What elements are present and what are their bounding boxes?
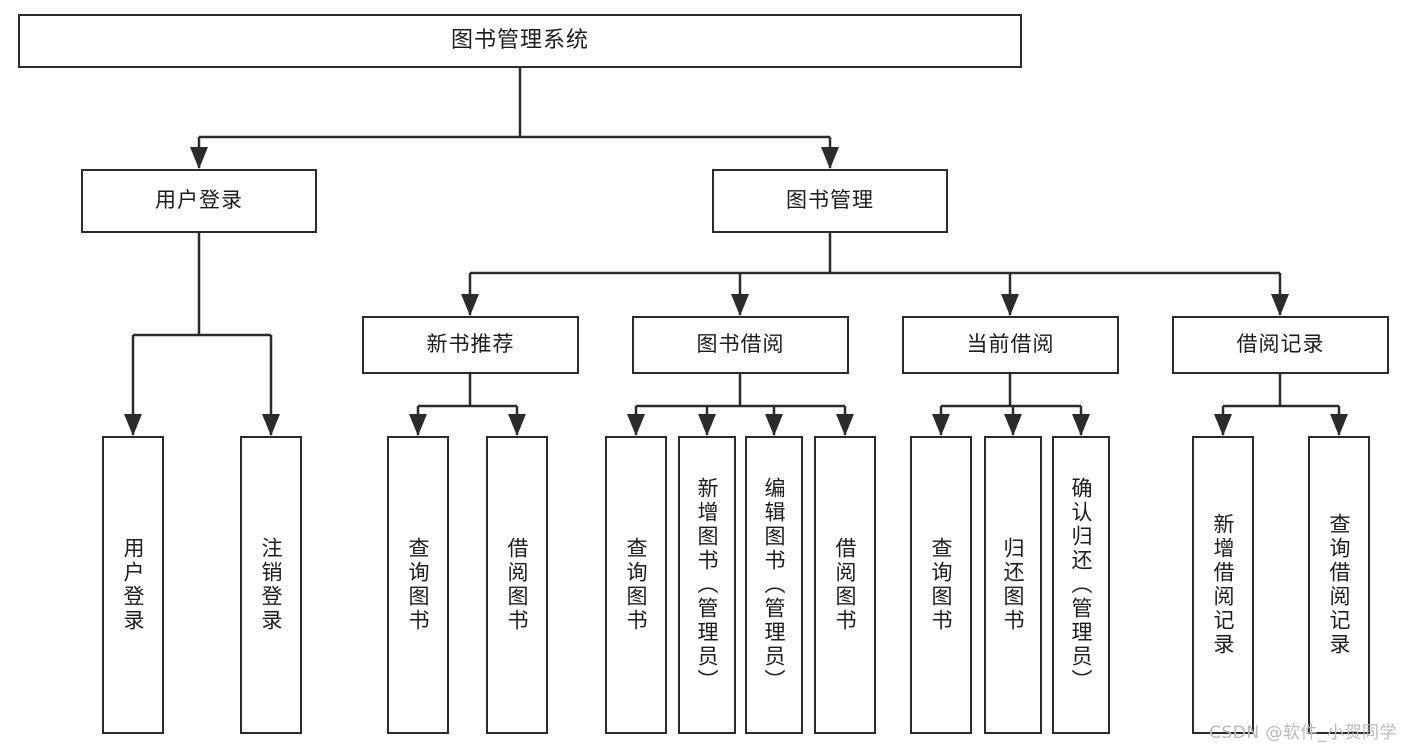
leaf-label: 查询借阅记录: [1327, 513, 1351, 657]
node-new-book-recommend[interactable]: 新书推荐: [362, 316, 579, 374]
leaf-borrow-add-book-admin[interactable]: 新增图书（管理员）: [678, 436, 736, 734]
node-book-borrow[interactable]: 图书借阅: [632, 316, 849, 374]
leaf-label: 用户登录: [121, 537, 145, 633]
node-user-login-module[interactable]: 用户登录: [81, 169, 317, 233]
leaf-label: 借阅图书: [833, 537, 857, 633]
leaf-current-query-book[interactable]: 查询图书: [910, 436, 972, 734]
leaf-borrow-borrow-book[interactable]: 借阅图书: [814, 436, 876, 734]
leaf-record-add-record[interactable]: 新增借阅记录: [1192, 436, 1254, 734]
leaf-label: 归还图书: [1001, 537, 1025, 633]
leaf-label: 注销登录: [259, 537, 283, 633]
leaf-label: 确认归还（管理员）: [1069, 477, 1093, 693]
leaf-current-return-book[interactable]: 归还图书: [984, 436, 1042, 734]
leaf-borrow-edit-book-admin[interactable]: 编辑图书（管理员）: [745, 436, 803, 734]
leaf-label: 编辑图书（管理员）: [762, 477, 786, 693]
leaf-user-login[interactable]: 用户登录: [102, 436, 164, 734]
leaf-user-logout[interactable]: 注销登录: [240, 436, 302, 734]
leaf-label: 新增借阅记录: [1211, 513, 1235, 657]
leaf-record-query-record[interactable]: 查询借阅记录: [1308, 436, 1370, 734]
leaf-label: 新增图书（管理员）: [695, 477, 719, 693]
leaf-borrow-query-book[interactable]: 查询图书: [605, 436, 667, 734]
node-book-management-module[interactable]: 图书管理: [712, 169, 948, 233]
node-current-borrow[interactable]: 当前借阅: [902, 316, 1119, 374]
leaf-label: 借阅图书: [505, 537, 529, 633]
leaf-newbook-query-book[interactable]: 查询图书: [387, 436, 449, 734]
leaf-label: 查询图书: [929, 537, 953, 633]
leaf-current-confirm-return-admin[interactable]: 确认归还（管理员）: [1052, 436, 1110, 734]
node-borrow-record[interactable]: 借阅记录: [1172, 316, 1389, 374]
leaf-label: 查询图书: [624, 537, 648, 633]
watermark: CSDN @软件_小贺同学: [1209, 723, 1397, 743]
leaf-label: 查询图书: [406, 537, 430, 633]
node-root[interactable]: 图书管理系统: [18, 14, 1022, 68]
leaf-newbook-borrow-book[interactable]: 借阅图书: [486, 436, 548, 734]
